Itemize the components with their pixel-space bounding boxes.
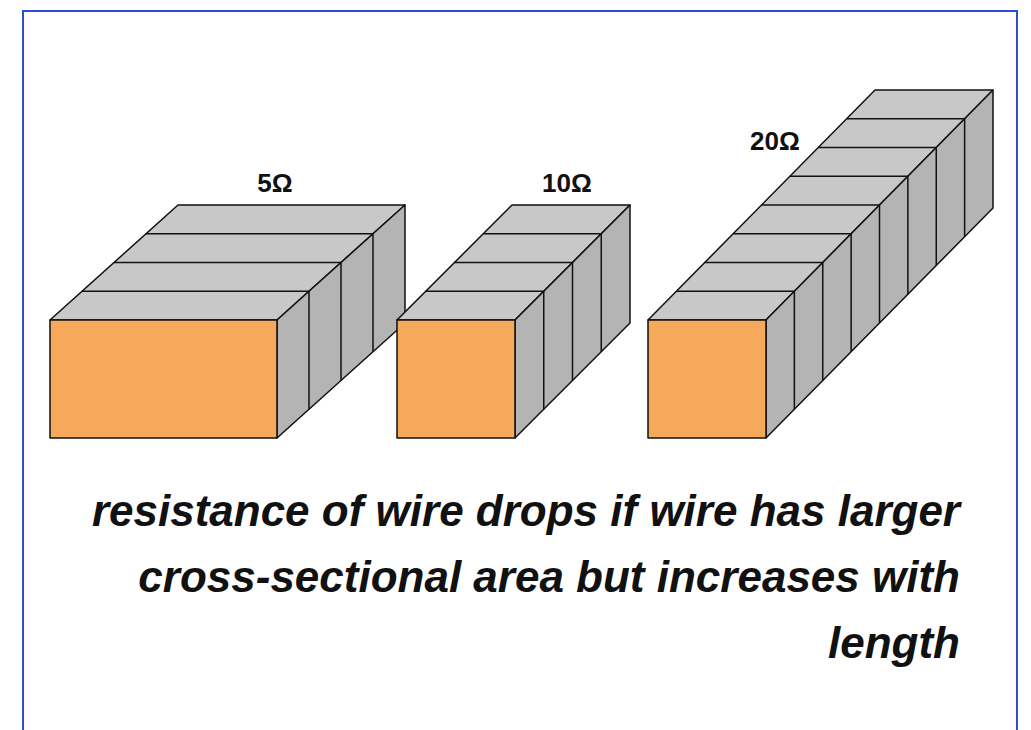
cross-section xyxy=(50,320,277,438)
slice-line xyxy=(818,148,936,266)
slice-line xyxy=(847,119,965,237)
resistance-label: 10Ω xyxy=(542,168,592,199)
cross-section xyxy=(648,320,766,438)
slice-line xyxy=(790,176,908,294)
cross-section xyxy=(397,320,515,438)
resistance-label: 20Ω xyxy=(750,126,800,157)
slice-line xyxy=(762,205,880,323)
caption: resistance of wire drops if wire has lar… xyxy=(80,478,960,676)
resistance-label: 5Ω xyxy=(257,168,292,199)
